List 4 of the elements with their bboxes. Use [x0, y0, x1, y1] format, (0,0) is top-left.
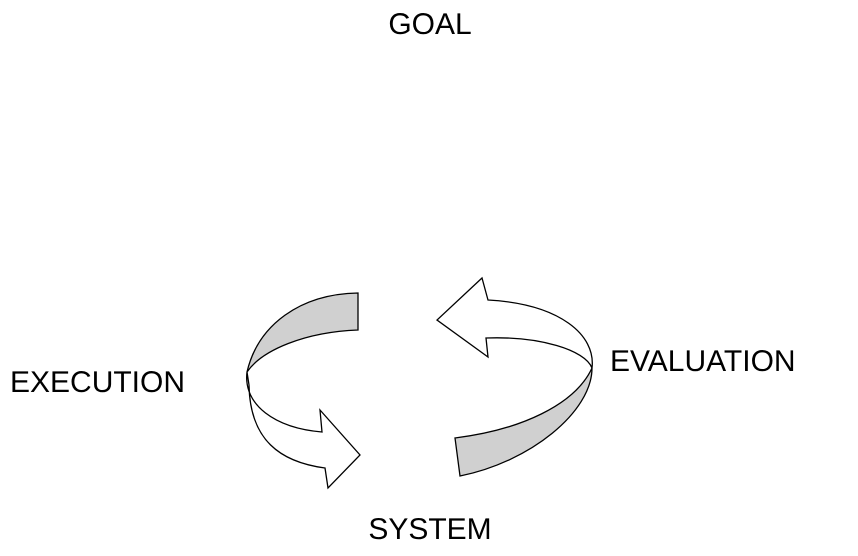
- stage-label: EVALUATION: [610, 347, 796, 377]
- stage-label: EXECUTION: [10, 368, 186, 398]
- stage-label: SYSTEM: [368, 515, 492, 545]
- stage-label: GOAL: [388, 10, 472, 40]
